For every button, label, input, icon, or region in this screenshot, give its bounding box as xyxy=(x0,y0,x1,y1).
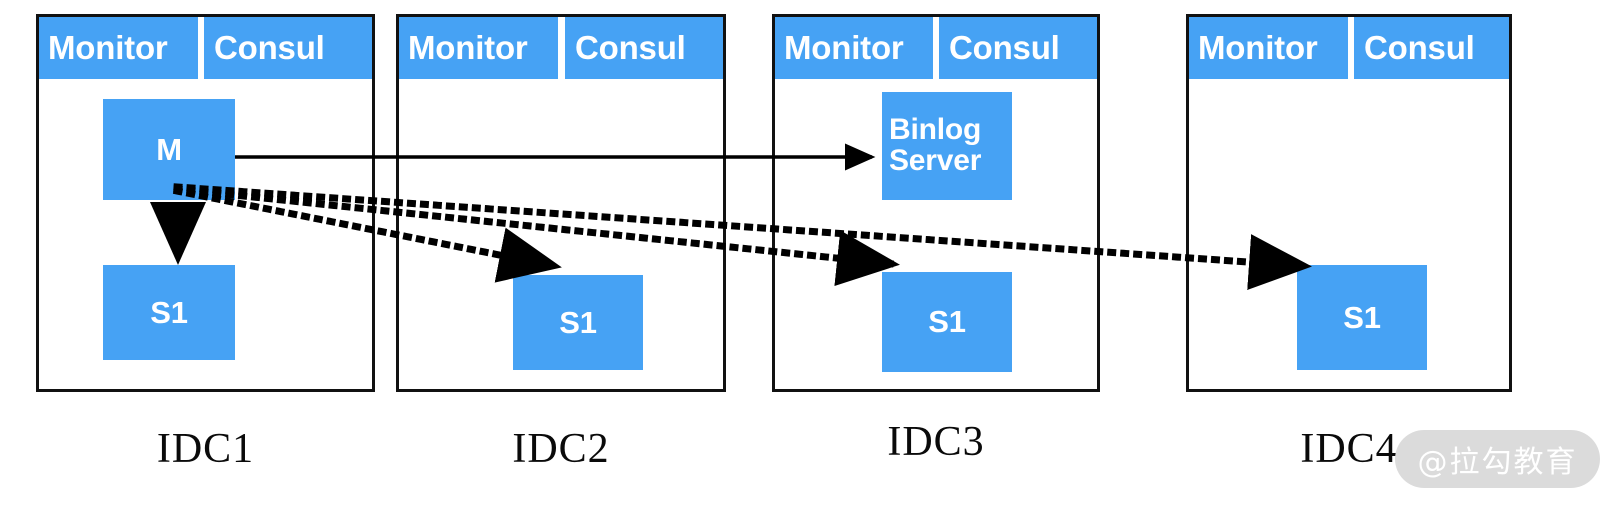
idc2-consul-block: Consul xyxy=(565,17,723,79)
idc-caption-idc2: IDC2 xyxy=(512,426,610,472)
idc3-node-s1: S1 xyxy=(882,272,1012,372)
idc1-node-m: M xyxy=(103,99,235,200)
binlog-label-line2: Server xyxy=(889,144,982,177)
idc4-monitor-block: Monitor xyxy=(1189,17,1348,79)
idc-caption-idc4: IDC4 xyxy=(1300,426,1398,472)
idc-caption-idc3: IDC3 xyxy=(887,419,985,465)
idc4-consul-block: Consul xyxy=(1354,17,1509,79)
idc3-monitor-block: Monitor xyxy=(775,17,933,79)
idc-caption-idc1: IDC1 xyxy=(156,426,255,472)
idc3-consul-block: Consul xyxy=(939,17,1097,79)
idc4-node-s1: S1 xyxy=(1297,265,1427,370)
binlog-label-line1: Binlog xyxy=(889,113,982,147)
idc1-monitor-block: Monitor xyxy=(39,17,198,79)
idc3-node-binlog-server: Binlog Server xyxy=(882,92,1012,200)
watermark-badge: @拉勾教育 xyxy=(1395,430,1600,488)
idc1-consul-block: Consul xyxy=(204,17,372,79)
idc2-monitor-block: Monitor xyxy=(399,17,558,79)
idc1-node-s1: S1 xyxy=(103,265,235,360)
idc2-node-s1: S1 xyxy=(513,275,643,370)
